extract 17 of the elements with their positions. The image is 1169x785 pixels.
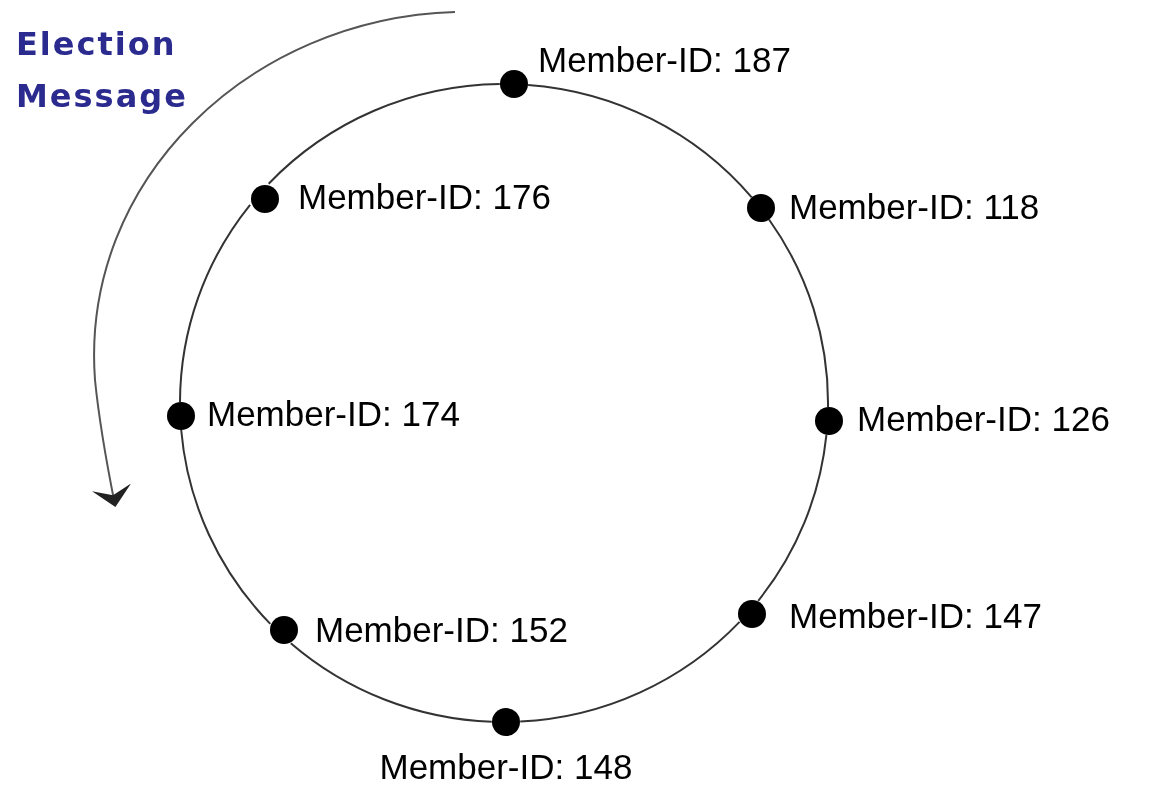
ring-connector [519, 620, 741, 723]
member-label: Member-ID: 118 [789, 187, 1040, 227]
member-label: Member-ID: 176 [298, 177, 551, 217]
ring-connector [527, 83, 753, 199]
member-label: Member-ID: 126 [857, 399, 1110, 439]
member-label: Member-ID: 152 [315, 610, 568, 650]
ring-connector [289, 642, 493, 723]
ring-connector [179, 203, 252, 404]
ring-connector [768, 218, 829, 408]
member-label: Member-ID: 148 [379, 747, 633, 785]
member-label: Member-ID: 174 [207, 394, 460, 434]
ring-connector [267, 83, 501, 185]
ring-connector [180, 429, 272, 625]
ring-connector [757, 433, 828, 602]
member-label: Member-ID: 147 [789, 596, 1042, 636]
member-label: Member-ID: 187 [538, 40, 791, 80]
arrow-caption: Election Message [16, 24, 189, 117]
